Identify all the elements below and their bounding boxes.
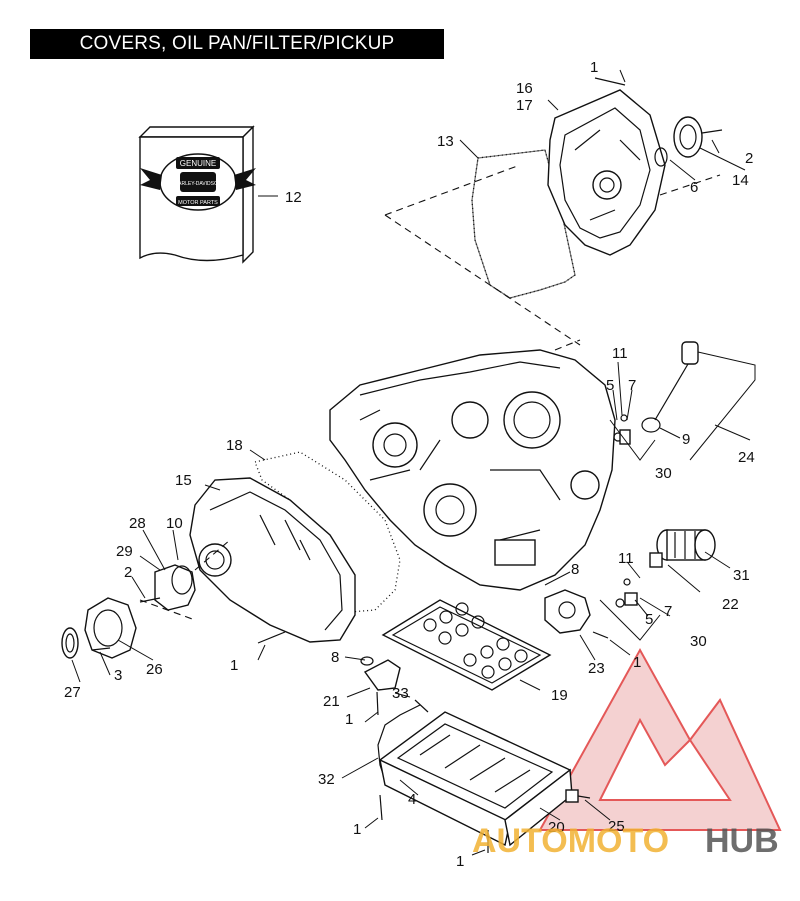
callout-31: 31 (733, 567, 750, 584)
callout-11: 11 (618, 550, 634, 567)
watermark-logo (538, 647, 782, 831)
clutch-inspection-cover (154, 564, 196, 611)
callout-28: 28 (129, 515, 146, 532)
callout-30: 30 (655, 465, 672, 482)
callout-24: 24 (738, 449, 755, 466)
callout-11: 11 (612, 345, 628, 362)
callout-13: 13 (437, 133, 454, 150)
callout-19: 19 (551, 687, 568, 704)
callout-25: 25 (608, 818, 625, 835)
dipstick (641, 341, 699, 433)
cam-cover-plug (654, 116, 723, 167)
oil-pickup (360, 656, 401, 691)
callout-labels: 1 2 6 14 16 17 13 12 11 5 7 9 30 24 18 1… (64, 59, 755, 870)
callout-6: 6 (690, 179, 698, 196)
diagram-title: COVERS, OIL PAN/FILTER/PICKUP (30, 29, 444, 59)
callout-15: 15 (175, 472, 192, 489)
cam-cover (547, 89, 666, 256)
oil-pan-gasket (381, 599, 552, 691)
logo-text-motor-parts: MOTOR PARTS (178, 200, 218, 206)
primary-cover (189, 477, 356, 643)
genuine-parts-box: GENUINE HARLEY-DAVIDSON MOTOR PARTS (138, 125, 256, 264)
callout-12: 12 (285, 189, 302, 206)
oil-pan (378, 711, 573, 847)
oil-fittings-lower (615, 578, 638, 608)
callout-33: 33 (392, 685, 409, 702)
oil-filter (656, 529, 716, 561)
watermark-text: AUTOMOTO HUB (472, 822, 779, 860)
callout-1: 1 (456, 853, 464, 870)
callout-21: 21 (323, 693, 340, 710)
callout-2: 2 (124, 564, 132, 581)
callout-20: 20 (548, 819, 565, 836)
callout-2: 2 (745, 150, 753, 167)
watermark-text-automoto: AUTOMOTO (472, 822, 669, 860)
callout-17: 17 (516, 97, 533, 114)
callout-10: 10 (166, 515, 183, 532)
callout-1: 1 (590, 59, 598, 76)
callout-32: 32 (318, 771, 335, 788)
callout-4: 4 (408, 791, 416, 808)
callout-22: 22 (722, 596, 739, 613)
callout-7: 7 (664, 603, 672, 620)
callout-26: 26 (146, 661, 163, 678)
callout-5: 5 (645, 611, 653, 628)
callout-1: 1 (345, 711, 353, 728)
callout-29: 29 (116, 543, 133, 560)
drain-plug (565, 789, 591, 803)
callout-18: 18 (226, 437, 243, 454)
oil-pump-cover (544, 589, 591, 634)
callout-1: 1 (353, 821, 361, 838)
callout-8: 8 (571, 561, 579, 578)
callout-7: 7 (628, 377, 636, 394)
callout-5: 5 (606, 377, 614, 394)
oil-fittings-upper (613, 414, 631, 445)
callout-1: 1 (633, 654, 641, 671)
crankcase (329, 349, 616, 591)
filter-adapter (649, 552, 663, 568)
callout-14: 14 (732, 172, 749, 189)
callout-27: 27 (64, 684, 81, 701)
callout-3: 3 (114, 667, 122, 684)
callout-1: 1 (230, 657, 238, 674)
callout-9: 9 (682, 431, 690, 448)
logo-text-genuine: GENUINE (180, 159, 216, 168)
watermark-text-hub: HUB (705, 822, 779, 860)
callout-8: 8 (331, 649, 339, 666)
callout-16: 16 (516, 80, 533, 97)
logo-text-brand: HARLEY-DAVIDSON (175, 181, 222, 187)
callout-30: 30 (690, 633, 707, 650)
callout-23: 23 (588, 660, 605, 677)
